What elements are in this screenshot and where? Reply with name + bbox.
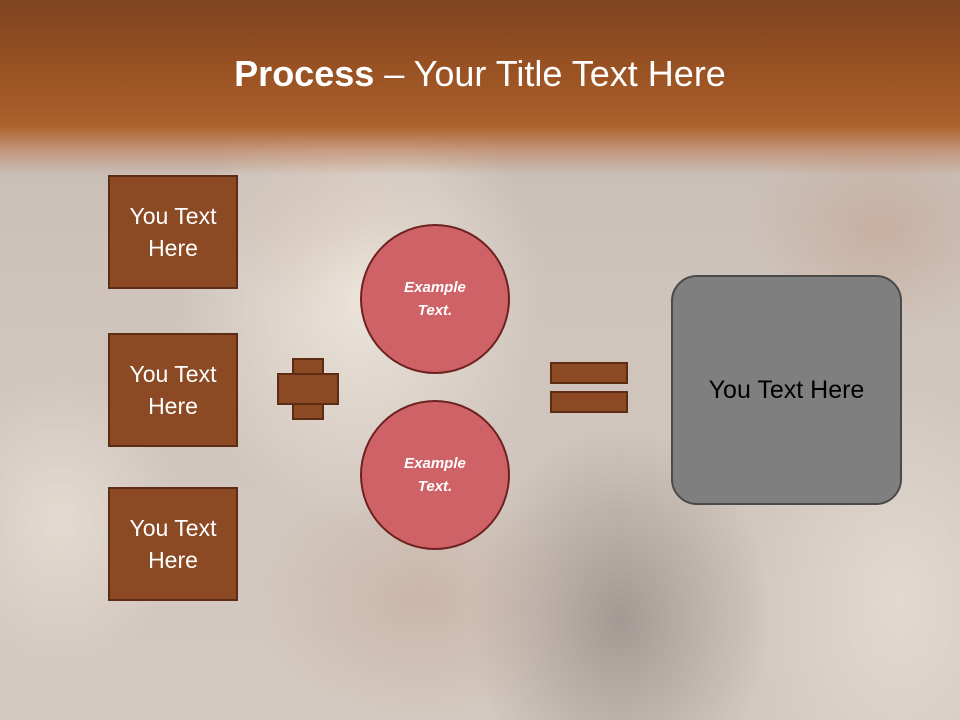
text-box-1-label: You Text Here [129, 203, 217, 261]
example-circle-1[interactable]: Example Text. [360, 224, 510, 374]
slide-title[interactable]: Process – Your Title Text Here [0, 52, 960, 96]
example-circle-2-label: Example Text. [404, 455, 466, 495]
text-box-2[interactable]: You Text Here [108, 333, 238, 447]
text-box-2-label: You Text Here [129, 361, 217, 419]
title-bar [0, 0, 960, 175]
text-box-1[interactable]: You Text Here [108, 175, 238, 289]
result-box-label: You Text Here [708, 375, 865, 404]
example-circle-2[interactable]: Example Text. [360, 400, 510, 550]
title-rest: – Your Title Text Here [374, 53, 726, 94]
result-box[interactable]: You Text Here [671, 275, 902, 505]
title-bold: Process [234, 53, 375, 94]
example-circle-1-label: Example Text. [404, 279, 466, 319]
text-box-3-label: You Text Here [129, 515, 217, 573]
text-box-3[interactable]: You Text Here [108, 487, 238, 601]
